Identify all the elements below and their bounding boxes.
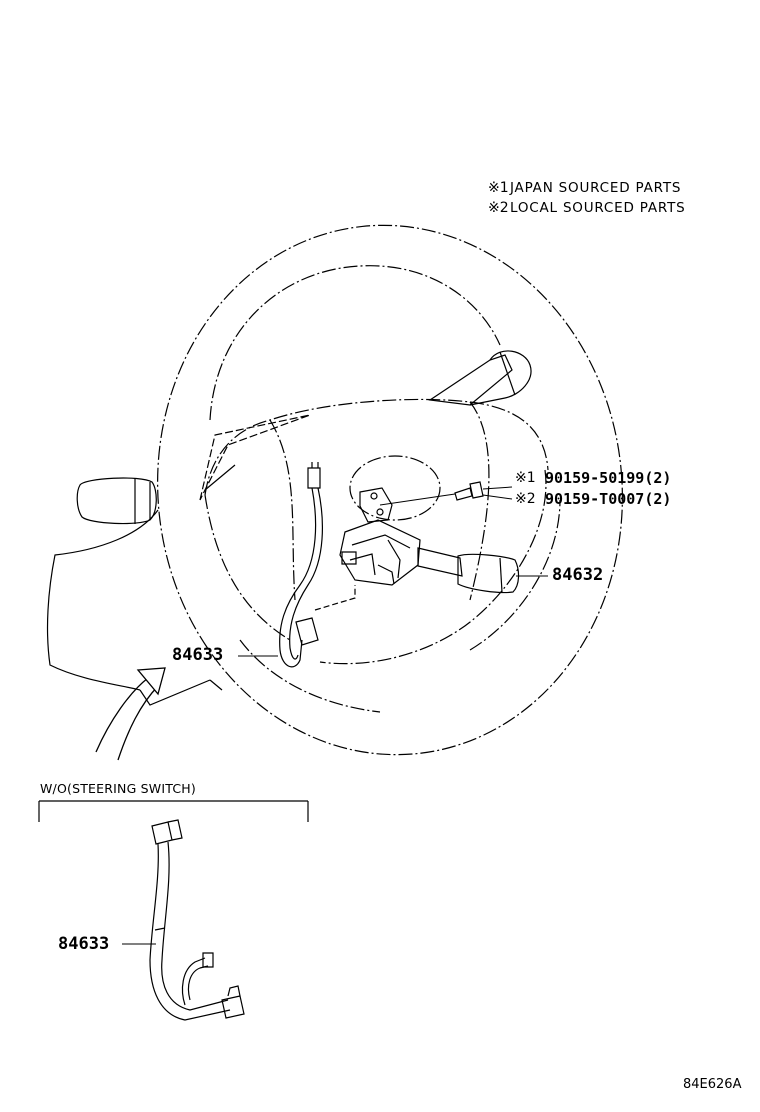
steering-wheel-outline — [132, 202, 649, 778]
upper-right-lever — [430, 351, 531, 405]
column-shroud-outline — [48, 510, 222, 705]
wheel-spoke-left — [200, 415, 310, 500]
harness-part-number: 84633 — [172, 645, 224, 665]
note2-mark: ※2 — [488, 200, 509, 216]
bolt-local-mark: ※2 — [515, 491, 536, 507]
note1-text: JAPAN SOURCED PARTS — [510, 180, 682, 196]
bolt-japan-mark: ※1 — [515, 470, 536, 486]
note1-mark: ※1 — [488, 180, 509, 196]
note2-text: LOCAL SOURCED PARTS — [510, 200, 686, 216]
wire-harness-main — [280, 462, 355, 667]
leader-lines — [238, 487, 548, 656]
bolt-japan-part-number: 90159-50199(2) — [545, 469, 672, 487]
steering-wheel-hub — [205, 399, 548, 663]
wire-harness-inset — [150, 820, 244, 1020]
switch-part-number: 84632 — [552, 565, 604, 585]
steering-switch-assembly — [340, 488, 519, 593]
inset-title: W/O(STEERING SWITCH) — [40, 781, 196, 796]
bolt-local-part-number: 90159-T0007(2) — [545, 490, 672, 508]
detail-arrow — [96, 668, 165, 760]
inset-harness-part-number: 84633 — [58, 934, 110, 954]
screw-bolt — [455, 482, 483, 500]
drawing-code: 84E626A — [683, 1077, 742, 1092]
left-lever-knob — [77, 478, 156, 524]
inset-frame — [39, 801, 308, 822]
